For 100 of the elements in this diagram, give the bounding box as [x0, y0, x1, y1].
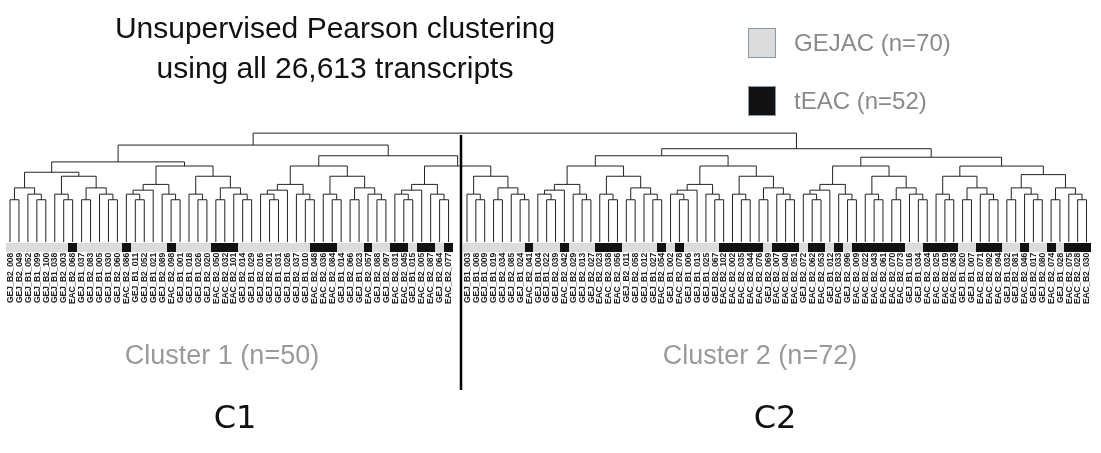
- sample-label: GEJ_B2_017: [1029, 253, 1038, 304]
- sample-label: EAC_B2_025: [931, 253, 941, 305]
- sample-label: EAC_B2_041: [524, 253, 534, 305]
- sample-label: GEJ_B2_081: [1011, 253, 1020, 304]
- sample-label: GEJ_B1_037: [77, 253, 86, 304]
- sample-label: GEJ_B1_001: [175, 253, 185, 304]
- sample-label: EAC_B2_040: [781, 253, 790, 305]
- sample-label: EAC_B2_098: [166, 253, 176, 305]
- sample-label: GEJ_B1_021: [148, 253, 158, 304]
- sample-label: GEJ_B1_014: [336, 253, 346, 304]
- sample-label: GEJ_B1_003: [462, 253, 472, 304]
- sample-label: EAC_B2_028: [1073, 253, 1082, 305]
- sample-label: EAC_B2_032: [220, 253, 230, 305]
- sample-label: GEJ_B1_031: [274, 253, 283, 304]
- sample-label: EAC_B2_068: [68, 253, 77, 305]
- sample-label: EAC_B2_046: [1020, 253, 1029, 305]
- sample-label: GEJ_B2_003: [59, 253, 68, 304]
- sample-label: GEJ_B1_023: [354, 253, 364, 304]
- sample-label: EAC_B2_048: [310, 253, 319, 305]
- sample-label: GEJ_B1_013: [692, 253, 702, 304]
- sample-label: EAC_B2_007: [772, 253, 782, 305]
- sample-label: EAC_B2_062: [807, 253, 817, 305]
- cluster-label: Cluster 2 (n=72): [662, 340, 858, 371]
- sample-label: EAC_B2_038: [604, 253, 613, 305]
- sample-label: GEJ_B1_020: [958, 253, 967, 304]
- sample-label: GEJ_B2_052: [139, 253, 149, 304]
- sample-label: EAC_B2_073: [896, 253, 905, 305]
- sample-label: EAC_B2_002: [728, 253, 737, 305]
- sample-label: GEJ_B1_010: [301, 253, 310, 304]
- sample-label: EAC_B2_086: [122, 253, 131, 305]
- sample-label: EAC_B2_056: [613, 253, 622, 305]
- cluster-label: Cluster 1 (n=50): [124, 340, 320, 371]
- sample-label: EAC_B2_031: [390, 253, 400, 305]
- sample-label: EAC_B2_035: [737, 253, 746, 305]
- sample-label: GEJ_B1_004: [533, 253, 543, 304]
- sample-label: GEJ_B2_020: [202, 253, 212, 304]
- sample-label: EAC_B2_005: [417, 253, 426, 305]
- sample-label: GEJ_B1_009: [480, 253, 489, 304]
- sample-label: EAC_B2_078: [675, 253, 684, 305]
- sample-label: EAC_B2_009: [852, 253, 861, 305]
- sample-label: GEJ_B2_083: [86, 253, 95, 304]
- sample-label: GEJ_B1_012: [825, 253, 835, 304]
- sample-label: GEJ_B2_011: [622, 253, 631, 303]
- sample-label: GEJ_B1_034: [914, 253, 923, 304]
- sample-label: EAC_B2_036: [318, 253, 328, 305]
- sample-label: EAC_B2_077: [444, 253, 453, 305]
- sample-label: GEJ_B1_002: [666, 253, 675, 304]
- sample-label: GEJ_B1_024: [515, 253, 525, 304]
- sample-label: EAC_B2_051: [790, 253, 799, 305]
- sample-label: EAC_B2_022: [860, 253, 870, 305]
- legend-label: tEAC (n=52): [794, 87, 927, 115]
- sample-label: EAC_B2_075: [1064, 253, 1074, 305]
- sample-label: GEJ_B1_006: [683, 253, 693, 304]
- sample-label: EAC_B2_076: [754, 253, 764, 305]
- sample-label: EAC_B2_019: [940, 253, 950, 305]
- sample-label: GEJ_B2_064: [435, 253, 444, 304]
- sample-label: GEJ_B2_034: [498, 253, 507, 304]
- sample-label: EAC_B2_074: [1046, 253, 1056, 305]
- sample-label: EAC_B2_063: [949, 253, 959, 305]
- legend-label: GEJAC (n=70): [794, 29, 951, 57]
- sample-label: EAC_B2_061: [878, 253, 888, 305]
- sample-label: GEJ_B1_018: [184, 253, 194, 304]
- sample-label: GEJ_B2_058: [630, 253, 640, 304]
- sample-label: EAC_B2_030: [1082, 253, 1091, 305]
- sample-label: EAC_B2_094: [993, 253, 1003, 305]
- sample-label: GEJ_B2_069: [763, 253, 773, 304]
- sample-label: GEJ_B1_019: [489, 253, 498, 304]
- sample-label: GEJ_B2_027: [586, 253, 596, 304]
- sample-label: EAC_B2_023: [595, 253, 605, 305]
- sample-label: GEJ_B2_060: [113, 253, 122, 304]
- sample-label: EAC_B2_092: [984, 253, 994, 305]
- sample-label: GEJ_B1_027: [648, 253, 658, 304]
- sample-label: EAC_B2_071: [976, 253, 985, 305]
- sample-label: GEJ_B1_007: [967, 253, 976, 304]
- sample-label: GEJ_B1_026: [283, 253, 292, 304]
- sample-label: GEJ_B2_100: [41, 253, 51, 304]
- sample-label: EAC_B2_054: [657, 253, 666, 305]
- sample-label: EAC_B2_044: [745, 253, 755, 305]
- sample-label: GEJ_B2_096: [843, 253, 852, 304]
- sample-label: EAC_B2_084: [327, 253, 337, 305]
- sample-label: GEJ_B2_001: [265, 253, 274, 304]
- sample-label: GEJ_B1_016: [905, 253, 914, 304]
- sample-label: GEJ_B2_067: [710, 253, 720, 304]
- sample-label: GEJ_B2_072: [799, 253, 808, 304]
- sample-label: EAC_B2_043: [869, 253, 879, 305]
- chart-title: Unsupervised Pearson clustering using all 26,613 transcripts: [113, 10, 557, 86]
- sample-label: GEJ_B2_097: [381, 253, 391, 304]
- sample-label: GEJ_B2_080: [1037, 253, 1047, 304]
- sample-label: GEJ_B2_016: [256, 253, 265, 304]
- sample-label: GEJ_B1_032: [1002, 253, 1012, 304]
- sample-label: EAC_B2_101: [229, 253, 239, 305]
- sample-label: GEJ_B2_089: [157, 253, 167, 304]
- sample-label: GEJ_B1_052: [23, 253, 33, 304]
- sample-label: GEJ_B2_029: [568, 253, 578, 304]
- sample-label: GEJ_B2_088: [372, 253, 382, 304]
- sample-label: GEJ_B2_013: [577, 253, 587, 304]
- sample-label: GEJ_B1_099: [32, 253, 42, 304]
- sample-label: EAC_B2_102: [719, 253, 728, 305]
- sample-label: EAC_B2_045: [399, 253, 409, 305]
- sample-label: GEJ_B1_028: [1055, 253, 1065, 304]
